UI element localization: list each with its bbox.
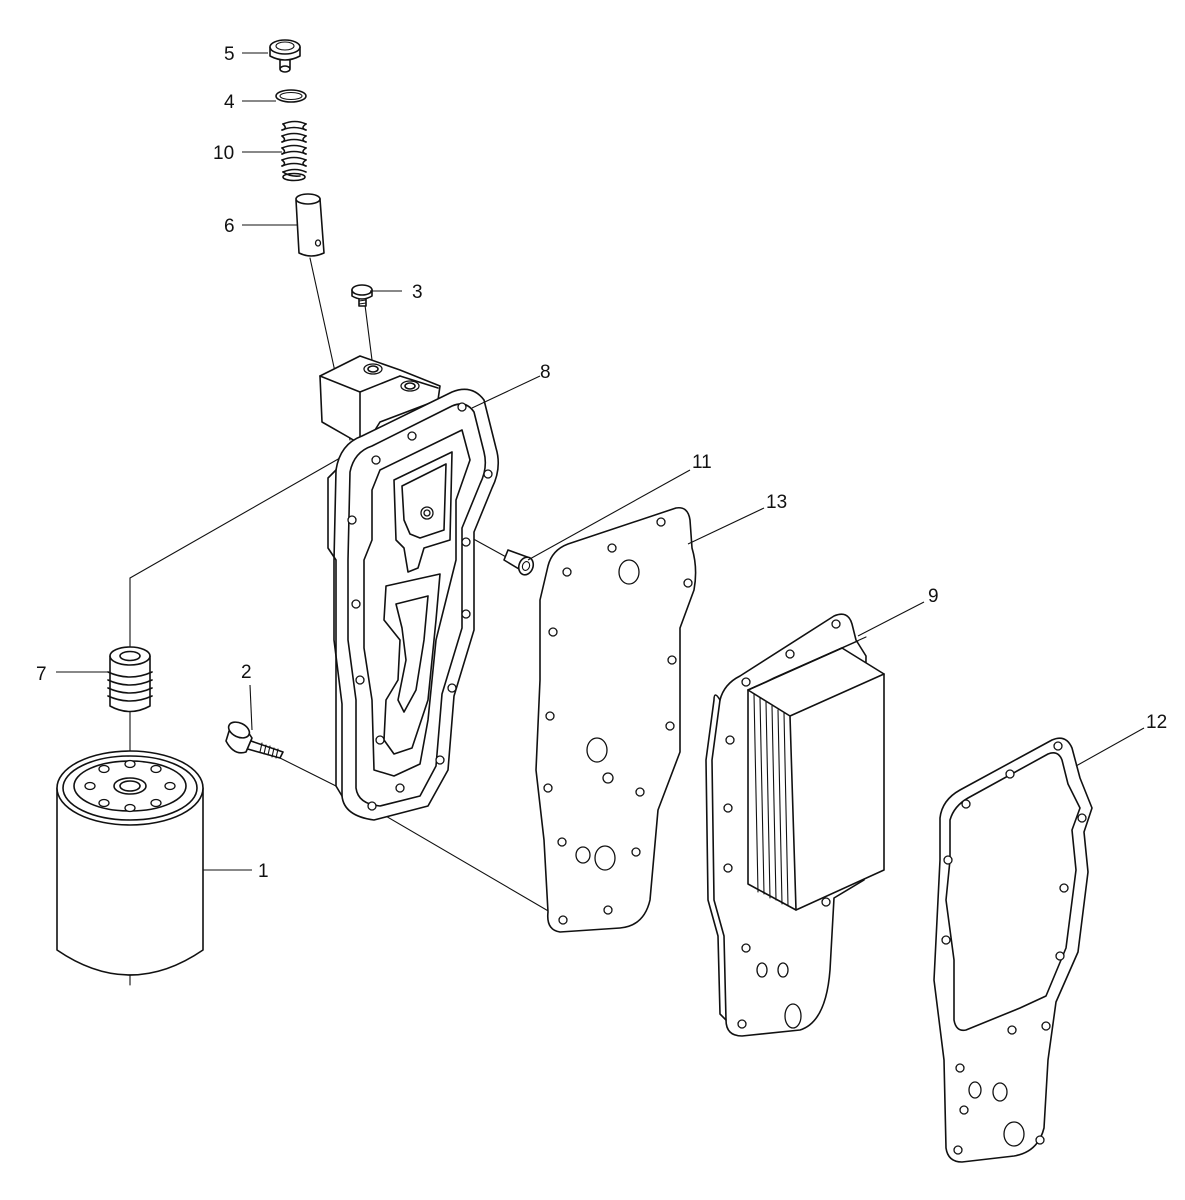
callout-8: 8 xyxy=(540,362,551,383)
part-10-spring xyxy=(281,120,307,182)
filter-head-holes xyxy=(347,402,493,811)
cooler-holes xyxy=(723,619,841,1029)
part-11-dowel xyxy=(503,549,535,576)
callout-7: 7 xyxy=(36,664,47,685)
part-2-bolt xyxy=(225,721,284,759)
callout-4: 4 xyxy=(224,92,235,113)
callout-1: 1 xyxy=(258,861,269,882)
gasket-13-holes xyxy=(543,517,693,925)
part-4-o-ring xyxy=(275,89,307,103)
callout-leaders xyxy=(56,52,1145,871)
callout-11: 11 xyxy=(692,452,712,473)
part-7-fitting xyxy=(107,646,153,713)
part-9-oil-cooler xyxy=(705,613,885,1037)
callout-3: 3 xyxy=(412,282,423,303)
part-3-small-bolt xyxy=(351,284,373,307)
gasket-12-holes xyxy=(941,741,1087,1155)
part-5-plug xyxy=(269,39,301,73)
callout-5: 5 xyxy=(224,44,235,65)
part-6-piston xyxy=(295,193,325,257)
callout-12: 12 xyxy=(1146,712,1167,733)
callout-10: 10 xyxy=(213,143,234,164)
part-8-filter-head xyxy=(319,355,500,821)
callout-2: 2 xyxy=(241,662,252,683)
callout-6: 6 xyxy=(224,216,235,237)
callout-13: 13 xyxy=(766,492,787,513)
callout-labels: 5 4 10 6 3 8 11 13 9 2 7 12 1 xyxy=(36,44,1167,882)
callout-9: 9 xyxy=(928,586,939,607)
part-13-gasket xyxy=(535,506,697,933)
part-12-gasket xyxy=(933,737,1093,1163)
part-1-oil-filter xyxy=(56,750,204,976)
filter-holes xyxy=(84,759,176,813)
